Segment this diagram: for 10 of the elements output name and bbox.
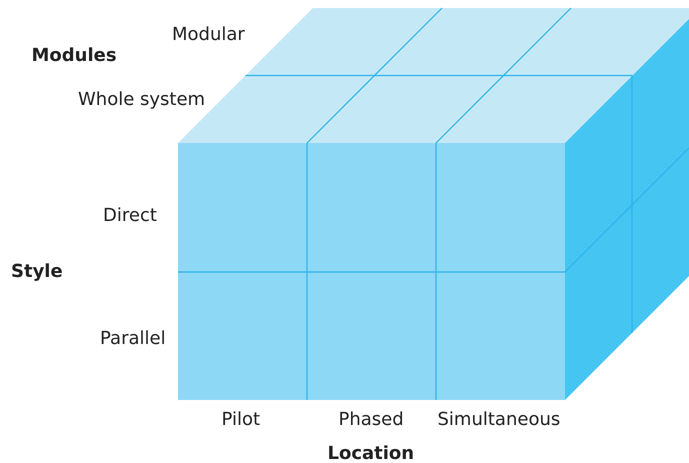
axis-title: Modules xyxy=(32,45,117,67)
axis-title: Style xyxy=(11,261,63,283)
axis-value-label: Direct xyxy=(103,205,157,227)
axis-value-label: Modular xyxy=(172,24,245,46)
axis-value-label: Pilot xyxy=(222,409,260,431)
axis-value-label: Parallel xyxy=(100,328,166,350)
axis-value-label: Phased xyxy=(338,409,404,431)
axis-title: Location xyxy=(328,443,414,463)
axis-value-label: Whole system xyxy=(78,89,206,111)
axis-value-label: Simultaneous xyxy=(438,409,560,431)
